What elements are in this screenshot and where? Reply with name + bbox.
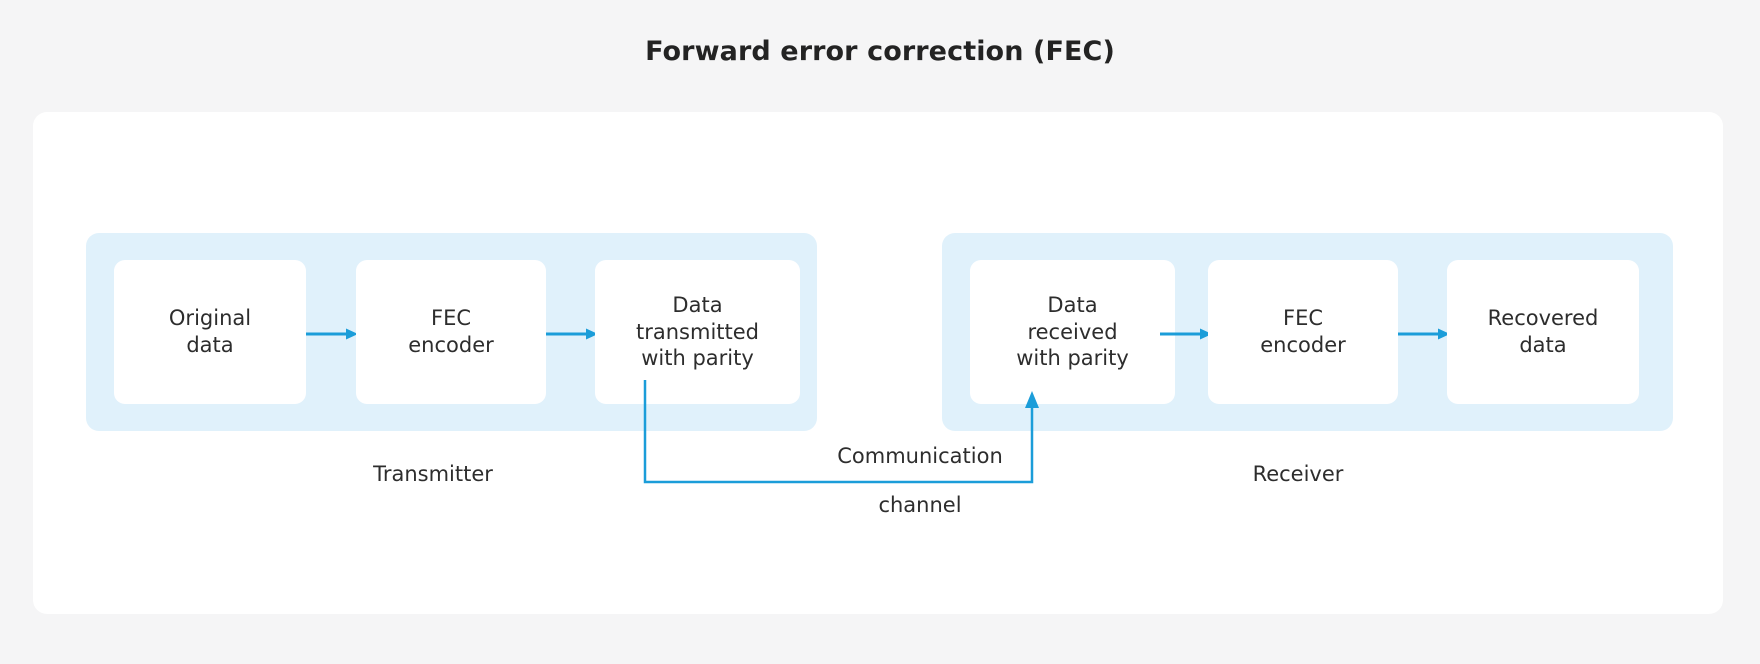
node-data-received-with-parity[interactable]: Data received with parity	[970, 260, 1175, 404]
communication-channel-path-icon	[643, 380, 1039, 484]
diagram-card: Original data FEC encoder Data transmitt…	[33, 112, 1723, 614]
communication-channel-caption-line-1: Communication	[837, 444, 1003, 468]
fec-diagram: Original data FEC encoder Data transmitt…	[33, 112, 1723, 614]
communication-channel-caption-line-2: channel	[878, 493, 962, 517]
node-original-data[interactable]: Original data	[114, 260, 306, 404]
node-fec-encoder-transmitter[interactable]: FEC encoder	[356, 260, 546, 404]
node-data-received-with-parity-label: Data received with parity	[1016, 292, 1129, 371]
node-original-data-label: Original data	[168, 306, 252, 357]
node-data-transmitted-with-parity[interactable]: Data transmitted with parity	[595, 260, 800, 404]
node-fec-encoder-transmitter-label: FEC encoder	[408, 306, 494, 357]
node-recovered-data[interactable]: Recovered data	[1447, 260, 1639, 404]
node-fec-encoder-receiver[interactable]: FEC encoder	[1208, 260, 1398, 404]
group-panel-transmitter: Original data FEC encoder Data transmitt…	[86, 233, 817, 431]
group-caption-transmitter: Transmitter	[373, 462, 493, 486]
group-panel-receiver: Data received with parity FEC encoder Re…	[942, 233, 1673, 431]
node-recovered-data-label: Recovered data	[1487, 306, 1599, 357]
page-title: Forward error correction (FEC)	[645, 36, 1115, 67]
node-fec-encoder-receiver-label: FEC encoder	[1260, 306, 1346, 357]
node-data-transmitted-with-parity-label: Data transmitted with parity	[636, 292, 759, 371]
group-caption-receiver: Receiver	[1252, 462, 1344, 486]
